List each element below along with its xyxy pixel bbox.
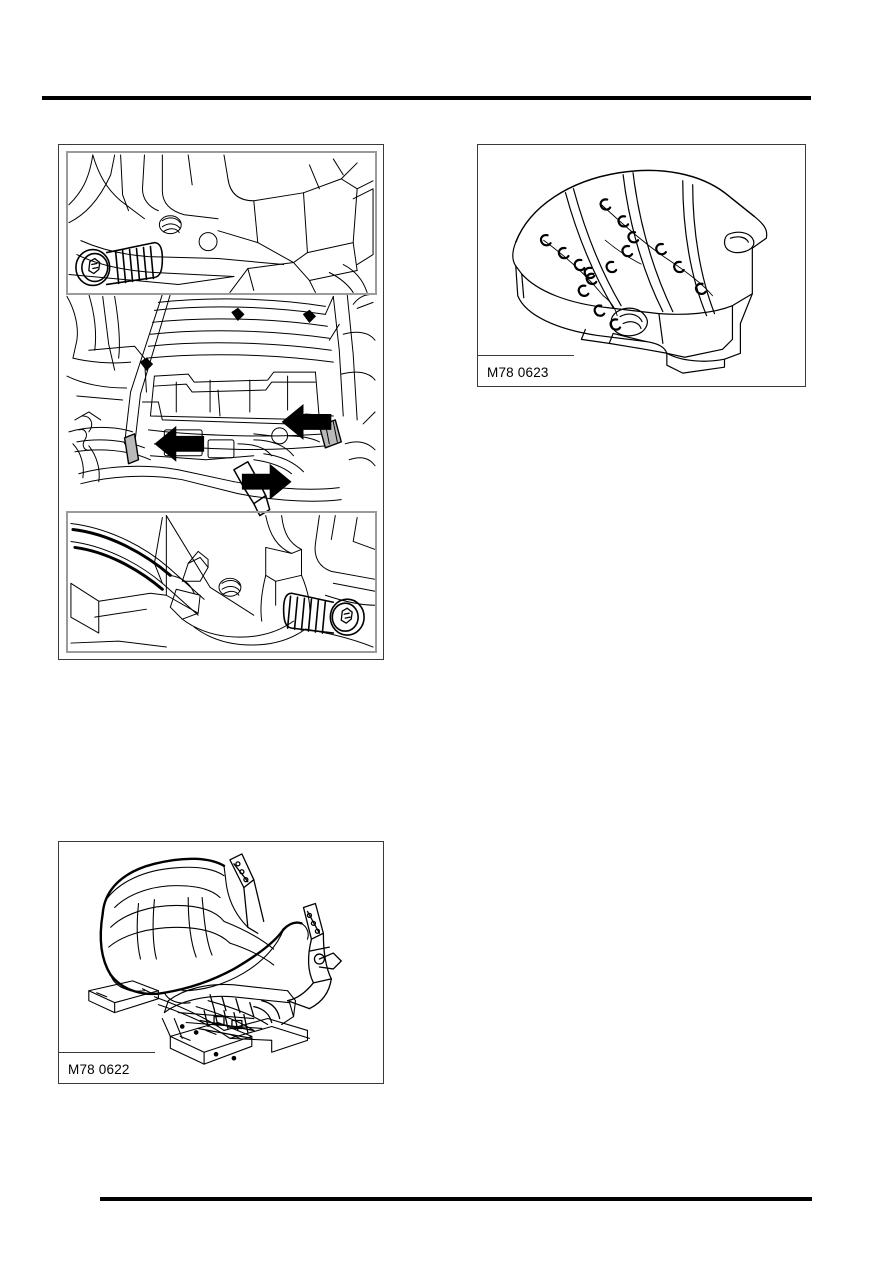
seat-removal-artwork	[59, 145, 383, 659]
cushion-hog-rings-artwork	[478, 145, 805, 386]
figure-cushion-hog-rings: M78 0623	[477, 144, 806, 387]
cushion-frame-artwork	[59, 842, 383, 1083]
footer-rule	[100, 1197, 812, 1201]
caption-divider	[478, 354, 574, 356]
figure-caption-0623: M78 0623	[487, 365, 549, 380]
figure-seat-removal	[58, 144, 384, 660]
figure-cushion-frame: M78 0622	[58, 841, 384, 1084]
header-rule	[42, 96, 811, 100]
caption-divider	[59, 1051, 155, 1053]
figure-caption-0622: M78 0622	[68, 1062, 130, 1077]
